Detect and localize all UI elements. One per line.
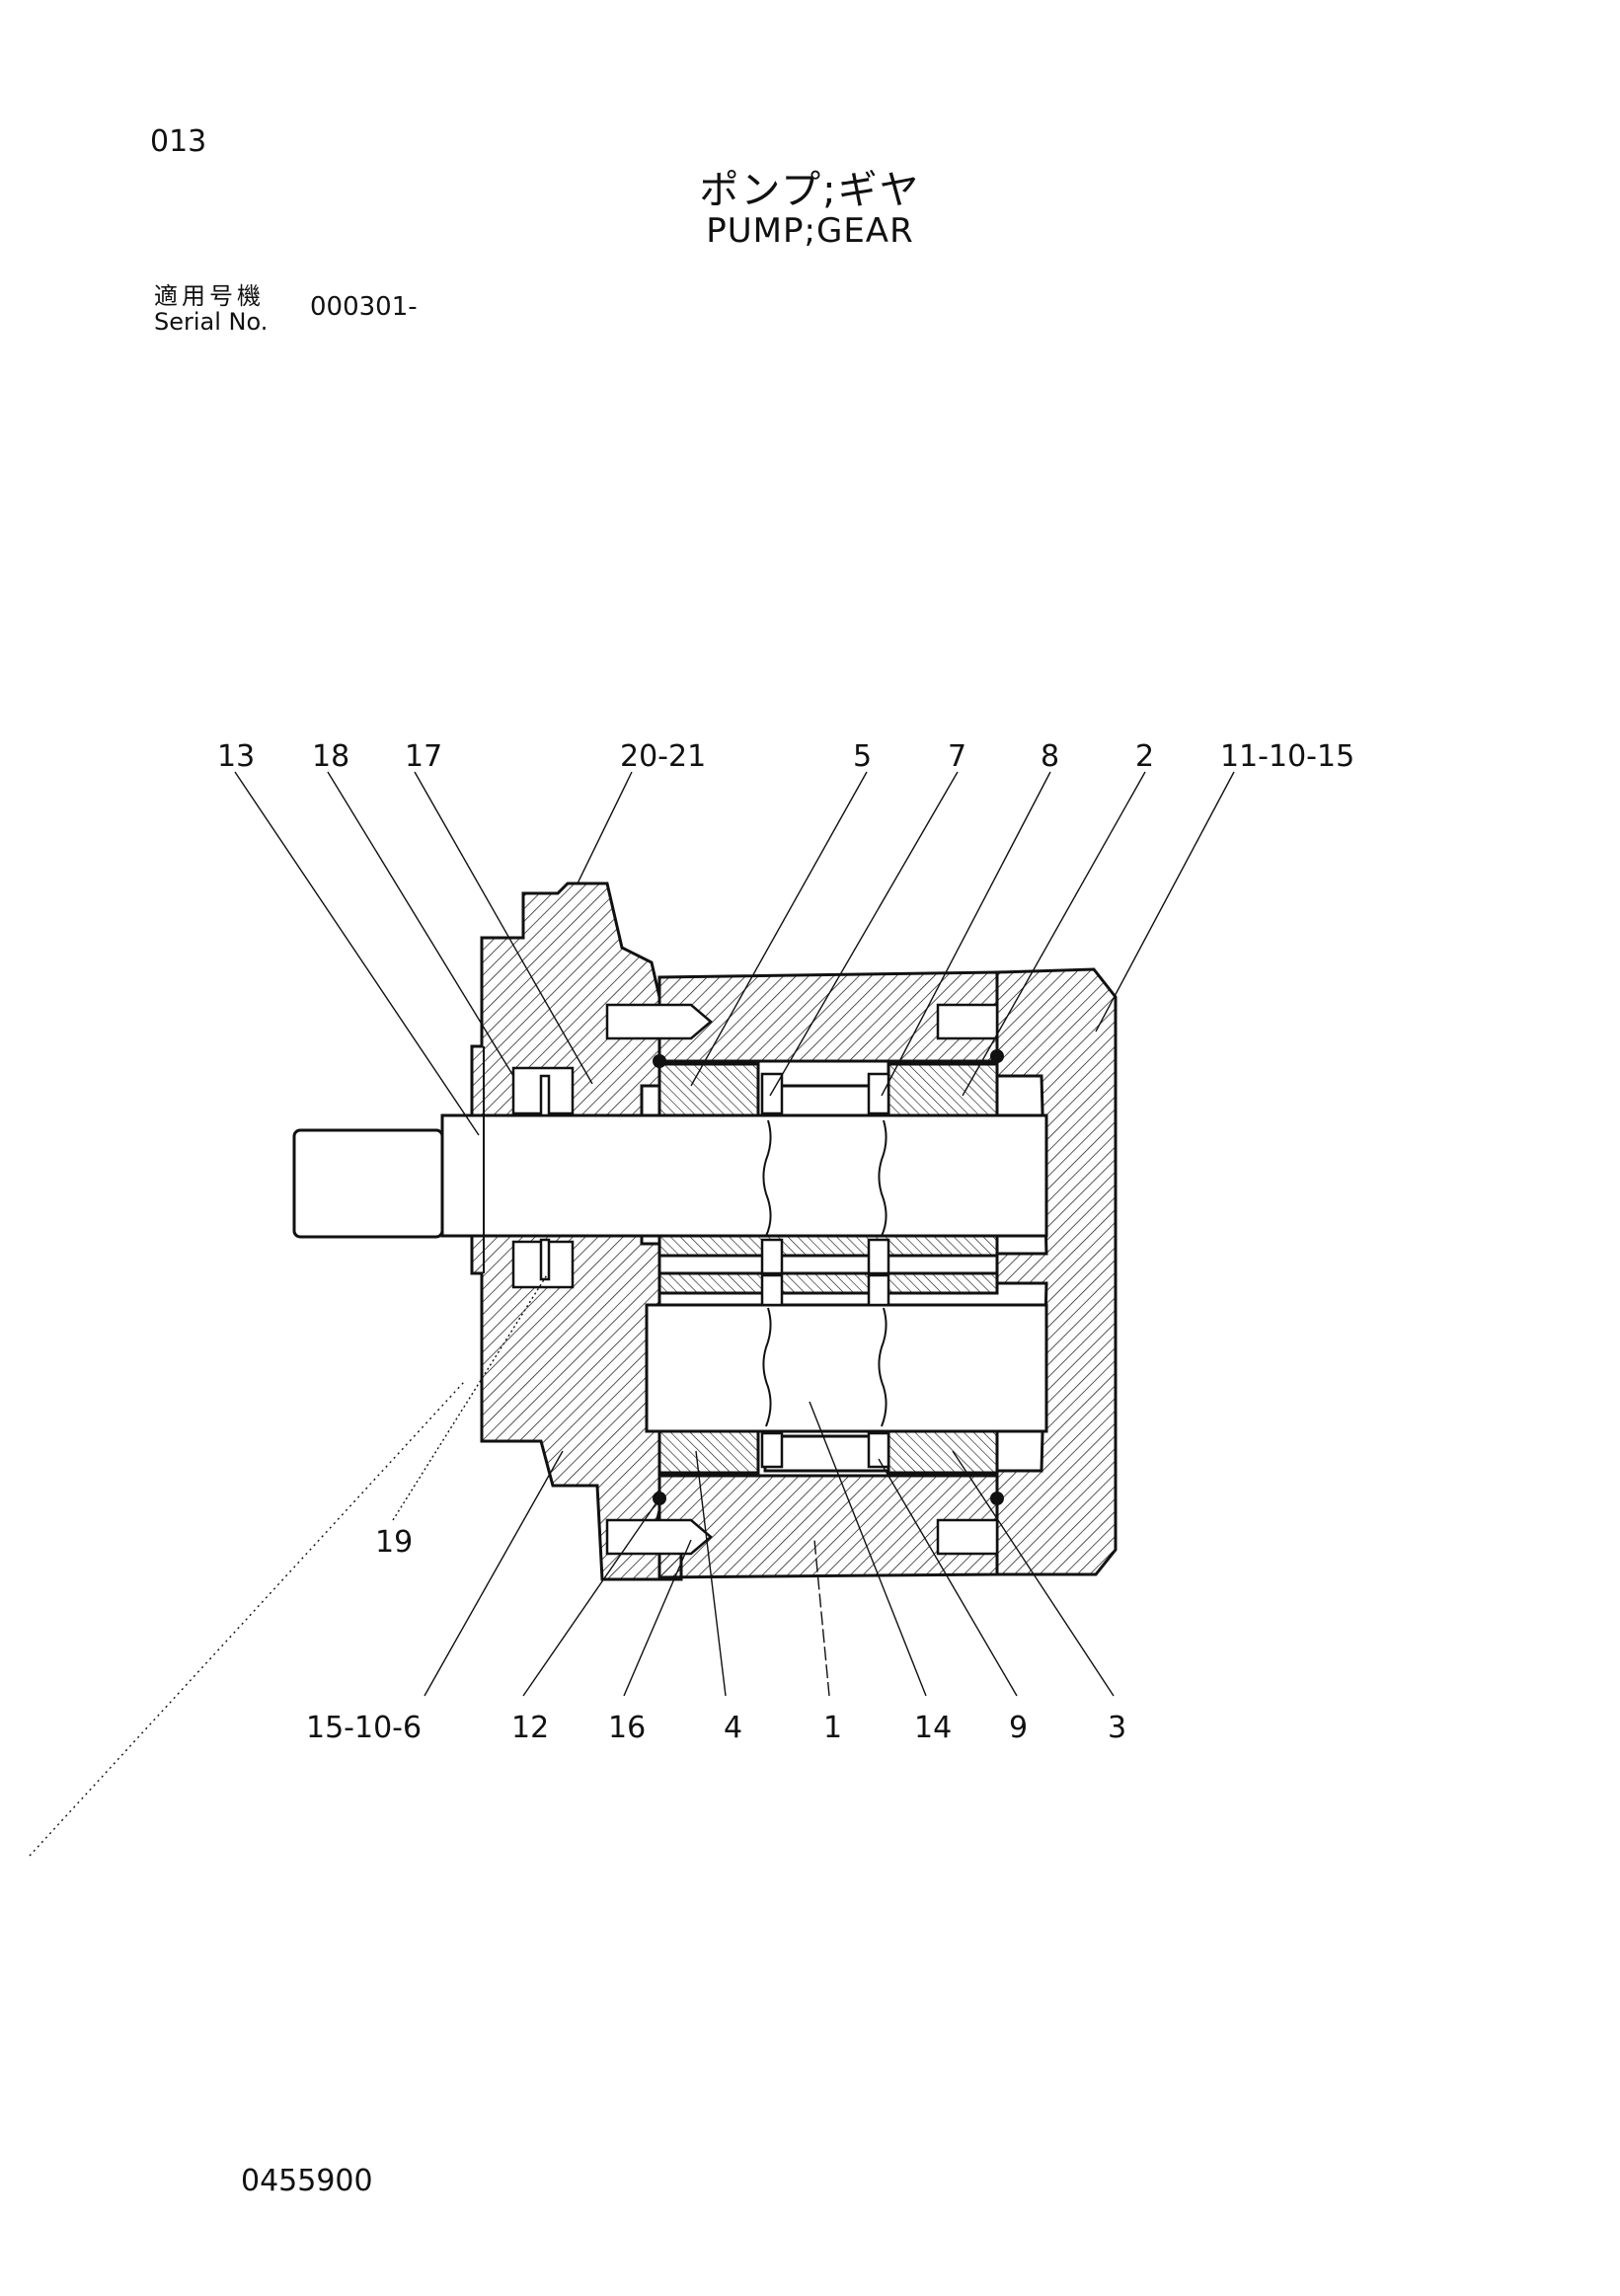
callout-9: 9 — [1009, 1711, 1028, 1745]
bearing-9b — [867, 1273, 890, 1307]
break-line-1 — [762, 1119, 772, 1237]
dowel-pin-upper-left — [605, 1003, 713, 1040]
leader-17 — [414, 771, 593, 1085]
drive-shaft — [440, 1113, 1048, 1238]
bearing-8a — [867, 1072, 890, 1115]
callout-7: 7 — [948, 739, 966, 774]
page-title-english: PUMP;GEAR — [706, 211, 914, 251]
leader-3 — [952, 1450, 1115, 1697]
bearing-9d — [867, 1431, 890, 1469]
leader-9 — [878, 1458, 1018, 1697]
dowel-pin-lower-left — [605, 1518, 713, 1556]
o-ring-2 — [990, 1049, 1004, 1063]
stray-dotted-line — [29, 1381, 465, 1857]
callout-8: 8 — [1041, 739, 1059, 774]
serial-number-value: 000301- — [310, 292, 418, 322]
o-ring-4 — [990, 1492, 1004, 1505]
break-line-3 — [762, 1307, 772, 1427]
callout-16: 16 — [608, 1711, 646, 1745]
dowel-pin-upper-right — [936, 1003, 999, 1040]
leader-7 — [769, 771, 959, 1097]
leader-12 — [522, 1497, 660, 1697]
leader-16 — [623, 1539, 692, 1697]
leader-13 — [234, 771, 480, 1136]
break-line-2 — [878, 1119, 887, 1237]
document-code: 0455900 — [241, 2164, 373, 2198]
callout-13: 13 — [217, 739, 255, 774]
callout-12: 12 — [511, 1711, 549, 1745]
leader-8 — [881, 771, 1051, 1097]
bearing-8b — [867, 1238, 890, 1275]
rear-cover — [995, 967, 1118, 1576]
bearing-9a — [760, 1273, 784, 1307]
leader-18 — [327, 771, 514, 1077]
callout-5: 5 — [853, 739, 872, 774]
break-line-4 — [878, 1307, 887, 1427]
leader-2 — [962, 771, 1146, 1097]
bearing-7b — [760, 1238, 784, 1275]
drive-shaft-stub — [292, 1128, 444, 1239]
leader-20-21 — [577, 771, 633, 884]
leader-14 — [809, 1401, 927, 1697]
snap-ring-lower — [539, 1238, 551, 1281]
callout-15-10-6: 15-10-6 — [306, 1711, 422, 1745]
side-plate-mid — [657, 1271, 999, 1295]
serial-label-japanese: 適用号機 — [154, 282, 265, 310]
leader-15-10-6 — [424, 1450, 564, 1697]
bushing-2 — [887, 1062, 999, 1123]
callout-2: 2 — [1135, 739, 1154, 774]
callout-18: 18 — [312, 739, 349, 774]
leader-5 — [690, 771, 868, 1087]
bushing-5 — [657, 1062, 760, 1123]
callout-1: 1 — [823, 1711, 842, 1745]
bearing-9c — [760, 1431, 784, 1469]
callout-11-10-15: 11-10-15 — [1220, 739, 1354, 774]
leader-19 — [392, 1272, 549, 1521]
callout-20-21: 20-21 — [620, 739, 706, 774]
serial-label-english: Serial No. — [154, 308, 269, 336]
callout-4: 4 — [724, 1711, 742, 1745]
callout-14: 14 — [914, 1711, 952, 1745]
leader-11-10-15 — [1095, 771, 1235, 1033]
callout-3: 3 — [1108, 1711, 1126, 1745]
page-title-japanese: ポンプ;ギヤ — [699, 168, 921, 213]
callout-19: 19 — [375, 1525, 413, 1560]
page-number: 013 — [150, 124, 207, 159]
snap-ring-upper — [539, 1074, 551, 1117]
callout-17: 17 — [405, 739, 442, 774]
leader-1 — [813, 1539, 830, 1697]
leader-4 — [695, 1450, 727, 1697]
dowel-pin-lower-right — [936, 1518, 999, 1556]
driven-gear — [645, 1303, 1048, 1433]
o-ring-1 — [653, 1054, 666, 1068]
